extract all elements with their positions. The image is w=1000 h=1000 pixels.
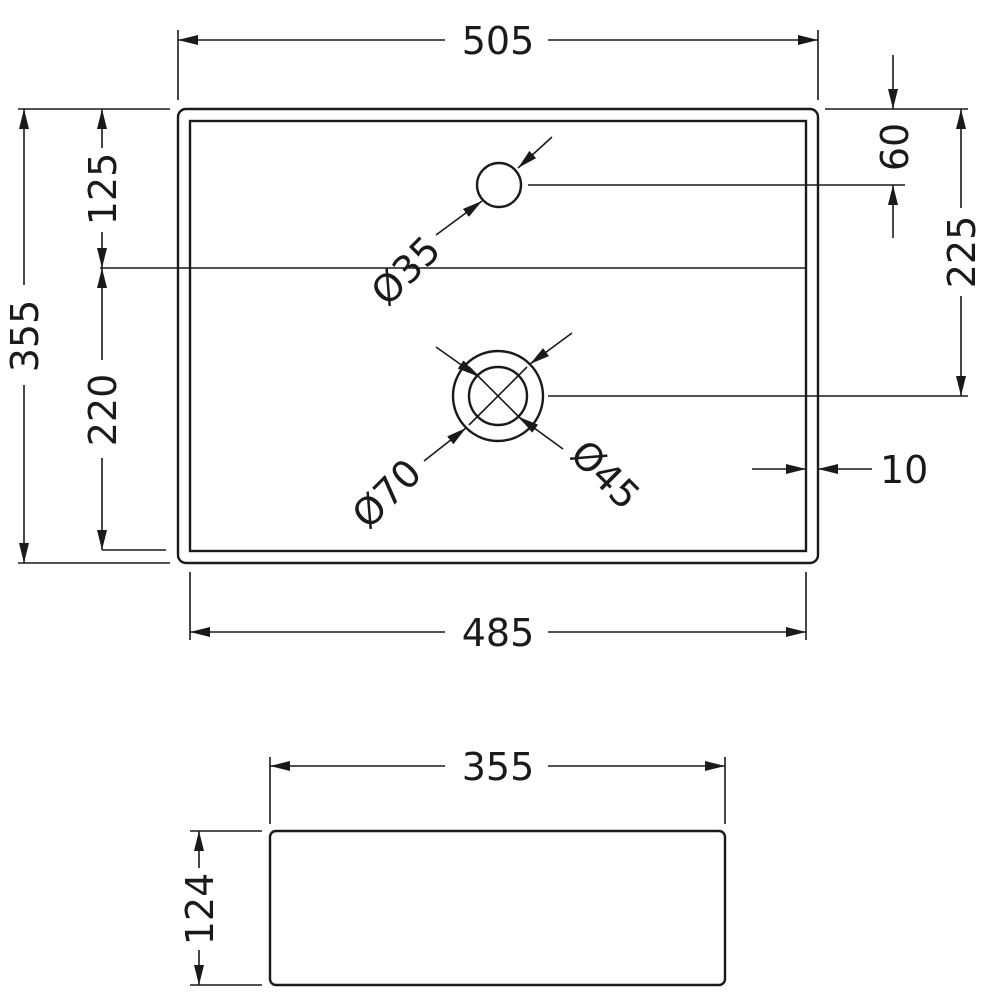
dim-tap-hole-diameter: Ø35 bbox=[363, 136, 553, 314]
dim-rim-thickness: 10 bbox=[752, 448, 928, 492]
dim-side-height: 124 bbox=[178, 830, 262, 986]
dim-waste-inner-diameter-label: Ø45 bbox=[562, 432, 648, 518]
dim-225-label: 225 bbox=[940, 216, 984, 289]
dim-10-label: 10 bbox=[880, 448, 928, 492]
dim-overall-width: 505 bbox=[177, 19, 819, 100]
basin-inner-outline bbox=[188, 119, 808, 553]
dim-505-label: 505 bbox=[462, 19, 535, 63]
top-view: 505 485 355 125 220 bbox=[3, 19, 984, 655]
tap-hole bbox=[475, 161, 523, 209]
dim-waste-offset: 225 bbox=[548, 109, 984, 397]
dim-front-to-divide: 125 bbox=[81, 109, 125, 268]
waste-inner-ring bbox=[467, 365, 529, 427]
dim-60-label: 60 bbox=[873, 123, 917, 171]
dim-220-label: 220 bbox=[81, 374, 125, 447]
dim-tap-hole-offset: 60 bbox=[528, 55, 968, 238]
waste-outer-ring bbox=[451, 349, 545, 443]
dim-125-label: 125 bbox=[81, 153, 125, 226]
side-view: 355 124 bbox=[178, 745, 727, 987]
side-view-outline bbox=[268, 829, 727, 987]
dim-side-124-label: 124 bbox=[178, 873, 222, 946]
dim-waste-outer-diameter-label: Ø70 bbox=[344, 451, 430, 537]
dim-tap-hole-diameter-label: Ø35 bbox=[363, 228, 449, 314]
dim-waste-inner-diameter: Ø45 bbox=[435, 346, 648, 518]
dim-side-355-label: 355 bbox=[462, 745, 535, 789]
dim-divide-to-back: 220 bbox=[81, 268, 166, 551]
dim-inner-width: 485 bbox=[189, 572, 807, 655]
dim-waste-outer-diameter: Ø70 bbox=[344, 332, 573, 537]
dim-overall-depth: 355 bbox=[3, 108, 170, 564]
basin-outer-outline bbox=[176, 107, 820, 565]
dim-side-width: 355 bbox=[269, 745, 726, 824]
waste-cross-line-b bbox=[468, 366, 528, 426]
dim-485-label: 485 bbox=[462, 611, 535, 655]
dim-355-depth-label: 355 bbox=[3, 300, 47, 373]
